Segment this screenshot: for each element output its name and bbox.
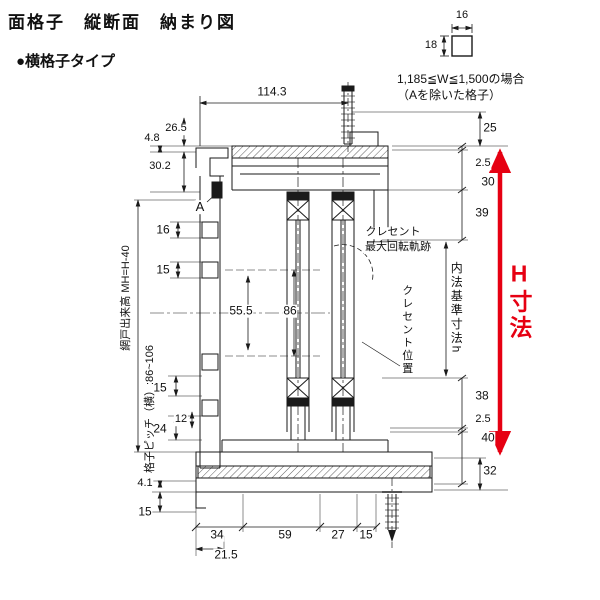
- dim-38: 38: [474, 388, 490, 403]
- lattice-bar: [201, 261, 219, 279]
- grille-frame: [195, 147, 229, 469]
- note-condition-line1: 1,185≦W≦1,500の場合: [397, 72, 525, 86]
- dim-59: 59: [277, 527, 293, 542]
- dim-24: 24: [152, 421, 168, 436]
- top-screw: [341, 82, 355, 152]
- dim-30-2: 30.2: [148, 160, 172, 173]
- dim-top-width: 114.3: [256, 84, 288, 99]
- head-frame: [231, 131, 389, 243]
- label-crescent-position: クレセント位置: [400, 284, 413, 376]
- label-crescent-trajectory-2: 最大回転軌跡: [364, 241, 432, 254]
- lattice-bar: [201, 399, 219, 417]
- page-title: 面格子 縦断面 納まり図: [8, 13, 236, 32]
- label-screen-height: 網戸出来高 MH=H-40: [120, 245, 133, 351]
- dim-55-5: 55.5: [228, 303, 254, 318]
- label-crescent-trajectory-1: クレセント: [364, 226, 422, 239]
- type-subtitle: ●横格子タイプ: [16, 53, 116, 70]
- dim-32: 32: [482, 463, 498, 478]
- note-dim-height: 18: [423, 39, 439, 52]
- dim-4-1: 4.1: [136, 477, 154, 490]
- dim-26-5: 26.5: [164, 122, 188, 135]
- dim-30: 30: [480, 174, 496, 189]
- label-lattice-pitch: 格子ピッチ（横）:86~106: [144, 344, 157, 474]
- label-inner-standard-dimension: 内法基準寸法h: [449, 261, 464, 355]
- dim-15-left-bottom: 15: [137, 504, 153, 519]
- note-condition-line2: （Aを除いた格子）: [397, 88, 502, 102]
- label-h-dimension: H寸法: [506, 260, 532, 342]
- dim-12: 12: [173, 413, 189, 426]
- note-dim-width: 16: [454, 9, 470, 22]
- dim-pitch-86: 86: [282, 303, 298, 318]
- dim-27: 27: [330, 527, 346, 542]
- dim-4-8: 4.8: [143, 132, 161, 145]
- sill-frame: [195, 439, 433, 509]
- dim-2-5-bottom: 2.5: [474, 413, 492, 426]
- dim-39: 39: [474, 205, 490, 220]
- dim-lattice-16: 16: [155, 222, 171, 237]
- crescent-trajectory-arc: [333, 239, 401, 367]
- dim-25: 25: [482, 120, 498, 135]
- note-detail-square: [440, 24, 473, 57]
- lattice-bar: [201, 353, 219, 371]
- dim-15-bottom: 15: [358, 527, 374, 542]
- label-detail-a: A: [194, 199, 206, 215]
- dim-2-5-top: 2.5: [474, 157, 492, 170]
- dim-40: 40: [480, 430, 496, 445]
- lattice-bar: [201, 221, 219, 239]
- dim-gap-15-upper: 15: [155, 262, 171, 277]
- dimension-lines: [134, 96, 508, 556]
- dim-15-mid: 15: [152, 380, 168, 395]
- outer-sash: [331, 158, 355, 452]
- dim-34: 34: [209, 527, 225, 542]
- bottom-screw: [382, 478, 402, 548]
- inner-sash: [286, 158, 310, 452]
- dim-21-5: 21.5: [213, 547, 239, 562]
